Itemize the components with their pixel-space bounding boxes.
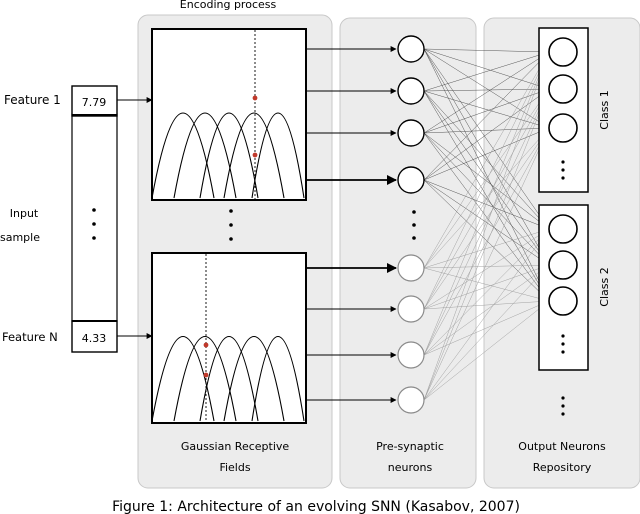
connection-line xyxy=(423,48,550,230)
connection-line xyxy=(423,51,550,356)
gaussian-curves-lower xyxy=(151,335,305,422)
class-1-ellipsis xyxy=(561,160,565,180)
input-label: Input xyxy=(10,207,39,220)
connection-line xyxy=(423,127,550,269)
synaptic-connections xyxy=(423,48,550,401)
connection-line xyxy=(423,127,550,401)
presynaptic-neuron xyxy=(397,386,425,414)
connection-line xyxy=(423,127,550,181)
connection-line xyxy=(423,88,550,401)
grf-label-line1: Gaussian Receptive xyxy=(181,440,290,453)
output-label-line2: Repository xyxy=(533,461,592,474)
connection-line xyxy=(423,300,550,356)
connection-line xyxy=(423,51,550,92)
connection-line xyxy=(423,88,550,92)
connection-line xyxy=(423,264,550,401)
connection-line xyxy=(423,48,550,266)
connection-line xyxy=(423,228,550,356)
sample-label: sample xyxy=(0,231,40,244)
presynaptic-neurons xyxy=(397,35,425,414)
connection-line xyxy=(423,127,550,310)
presynaptic-neuron xyxy=(397,295,425,323)
connection-line xyxy=(423,48,550,53)
gaussian-curves-upper xyxy=(151,112,305,199)
connection-line xyxy=(423,51,550,269)
connection-line xyxy=(423,88,550,181)
output-neurons-class-2 xyxy=(548,214,578,316)
connection-line xyxy=(423,88,550,134)
presynaptic-label-line1: Pre-synaptic xyxy=(376,440,444,453)
presynaptic-neuron xyxy=(397,77,425,105)
connection-line xyxy=(423,88,550,310)
connection-line xyxy=(423,48,550,90)
connection-line xyxy=(423,90,550,302)
connection-line xyxy=(423,51,550,181)
connection-line xyxy=(423,132,550,302)
presynaptic-ellipsis xyxy=(412,210,416,240)
spike-dot xyxy=(203,372,209,378)
output-neurons-class-1 xyxy=(548,37,578,143)
input-ellipsis xyxy=(92,208,96,240)
connection-line xyxy=(423,90,550,129)
input-sample-column xyxy=(71,113,118,322)
figure-caption: Figure 1: Architecture of an evolving SN… xyxy=(112,499,520,514)
connection-line xyxy=(423,228,550,401)
connection-line xyxy=(423,300,550,310)
output-neuron xyxy=(548,113,578,143)
connection-line xyxy=(423,90,550,266)
output-neuron xyxy=(548,37,578,67)
connection-line xyxy=(423,127,550,356)
encoding-ellipsis xyxy=(229,209,233,241)
connection-line xyxy=(423,88,550,269)
connection-line xyxy=(423,264,550,310)
grf-label-line2: Fields xyxy=(219,461,250,474)
feature-1-value: 7.79 xyxy=(82,96,107,109)
class-2-ellipsis xyxy=(561,334,565,354)
class-1-label: Class 1 xyxy=(598,90,611,129)
feature-1-label: Feature 1 xyxy=(4,93,61,107)
class-1-box xyxy=(538,27,589,193)
encoding-process-title: Encoding process xyxy=(180,0,277,11)
connection-line xyxy=(423,300,550,401)
output-neuron xyxy=(548,74,578,104)
feature-n-label: Feature N xyxy=(2,330,58,344)
output-neuron xyxy=(548,286,578,316)
output-neuron xyxy=(548,214,578,244)
repository-ellipsis xyxy=(561,396,565,416)
spike-dot xyxy=(252,95,258,101)
presynaptic-neuron xyxy=(397,254,425,282)
presynaptic-neuron xyxy=(397,119,425,147)
output-label-line1: Output Neurons xyxy=(518,440,606,453)
connection-line xyxy=(423,48,550,302)
connection-line xyxy=(423,51,550,310)
connection-line xyxy=(423,48,550,129)
presynaptic-panel xyxy=(339,17,477,489)
connection-line xyxy=(423,127,550,134)
connection-line xyxy=(423,51,550,401)
presynaptic-neuron xyxy=(397,341,425,369)
spike-dot xyxy=(203,342,209,348)
connection-line xyxy=(423,88,550,356)
presynaptic-neuron xyxy=(397,166,425,194)
connection-line xyxy=(423,179,550,230)
connection-line xyxy=(423,51,550,134)
connection-line xyxy=(423,264,550,269)
connection-line xyxy=(423,267,550,302)
presynaptic-label-line2: neurons xyxy=(388,461,433,474)
presynaptic-neuron xyxy=(397,35,425,63)
connection-line xyxy=(423,228,550,310)
class-2-label: Class 2 xyxy=(598,267,611,306)
connection-line xyxy=(423,179,550,302)
connection-line xyxy=(423,228,550,269)
encoding-to-presynaptic-arrows xyxy=(306,46,398,403)
feature-n-value: 4.33 xyxy=(82,332,107,345)
output-neuron xyxy=(548,250,578,280)
spike-dot xyxy=(252,152,258,158)
connection-line xyxy=(423,264,550,356)
